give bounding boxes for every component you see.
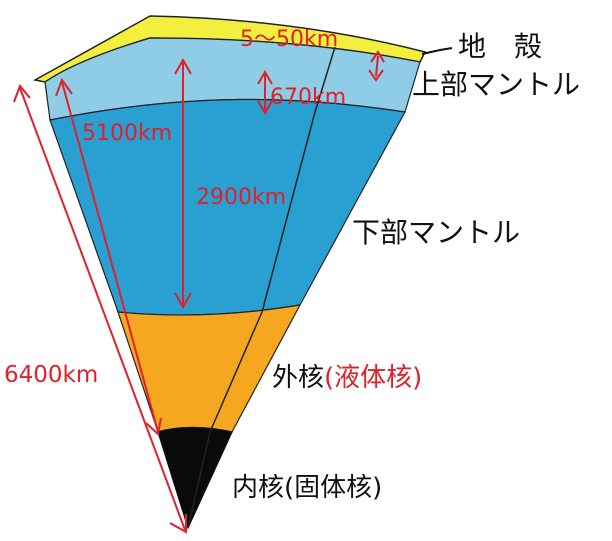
core-radius-label: 5100km — [82, 121, 172, 146]
inner-core-label: 内核(固体核) — [232, 473, 382, 503]
core-radius-arrow — [61, 81, 159, 433]
mantle-depth-label: 2900km — [196, 185, 286, 210]
wedge-edge-line — [187, 431, 211, 529]
lower-mantle-label: 下部マントル — [352, 216, 520, 249]
crust-thickness-label: 5～50km — [240, 27, 338, 52]
wedge-edge-line — [261, 111, 316, 313]
outer-core-label: 外核(液体核) — [272, 363, 422, 393]
earth-radius-label: 6400km — [4, 362, 98, 388]
earth-radius-arrow — [19, 87, 186, 531]
crust-label: 地 殻 — [458, 30, 542, 63]
outer-core-name: 外核 — [272, 363, 324, 393]
crust-arrow — [375, 55, 379, 77]
upper-mantle-label: 上部マントル — [412, 68, 580, 101]
wedge-edge-line — [209, 311, 263, 433]
measurement-arrows — [13, 50, 385, 534]
upper-mantle-depth-label: 670km — [270, 85, 346, 110]
outer-core-note: (液体核) — [324, 363, 422, 393]
crust-leader-line — [421, 47, 453, 55]
inner-core-layer — [157, 426, 233, 530]
wedge-edge-line — [314, 46, 336, 113]
